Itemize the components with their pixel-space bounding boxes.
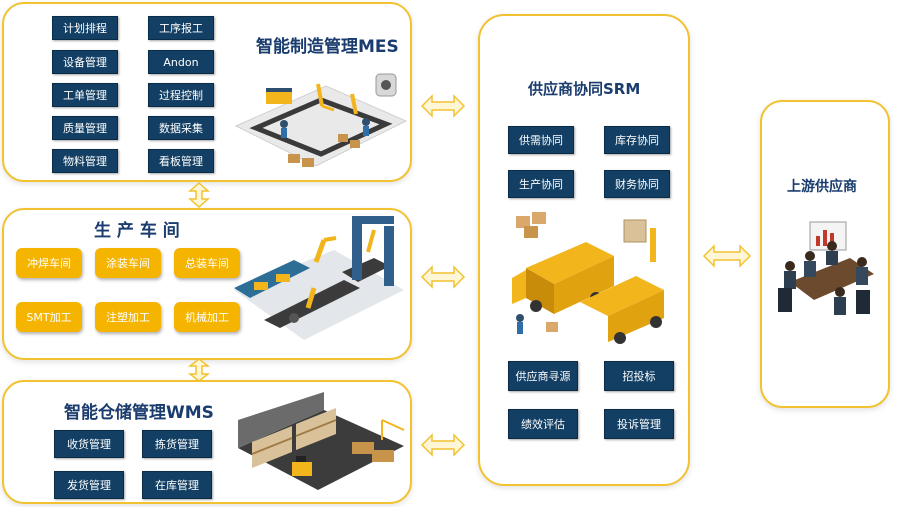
wms-button-shipping[interactable]: 发货管理 [54, 471, 124, 499]
srm-button-supply-demand[interactable]: 供需协同 [508, 126, 574, 154]
assembly-line-illustration [234, 73, 408, 167]
mes-workshop-arrow-icon [188, 182, 210, 208]
workshop-panel: 生 产 车 间 冲焊车间 涂装车间 总装车间 SMT加工 注塑加工 机械加工 [2, 208, 412, 360]
mes-button-equipment[interactable]: 设备管理 [52, 50, 118, 74]
mes-button-process-report[interactable]: 工序报工 [148, 16, 214, 40]
workshop-button-assembly[interactable]: 总装车间 [174, 248, 240, 278]
mes-title: 智能制造管理MES [256, 37, 399, 57]
upstream-supplier-panel: 上游供应商 [760, 100, 890, 408]
mes-button-work-order[interactable]: 工单管理 [52, 83, 118, 107]
mes-button-kanban[interactable]: 看板管理 [148, 149, 214, 173]
mes-button-material[interactable]: 物料管理 [52, 149, 118, 173]
robot-production-line-illustration [234, 216, 404, 340]
srm-button-complaint[interactable]: 投诉管理 [604, 409, 674, 439]
srm-button-performance[interactable]: 绩效评估 [508, 409, 578, 439]
upstream-supplier-title: 上游供应商 [787, 179, 857, 195]
srm-upstream-arrow-icon [702, 244, 752, 268]
wms-srm-arrow-icon [420, 433, 466, 457]
wms-button-picking[interactable]: 拣货管理 [142, 430, 212, 458]
mes-button-data-collection[interactable]: 数据采集 [148, 116, 214, 140]
mes-srm-arrow-icon [420, 94, 466, 118]
workshop-button-smt[interactable]: SMT加工 [16, 302, 82, 332]
mes-button-process-control[interactable]: 过程控制 [148, 83, 214, 107]
srm-button-inventory-collab[interactable]: 库存协同 [604, 126, 670, 154]
srm-button-supplier-sourcing[interactable]: 供应商寻源 [508, 361, 578, 391]
srm-button-bidding[interactable]: 招投标 [604, 361, 674, 391]
workshop-button-stamping-welding[interactable]: 冲焊车间 [16, 248, 82, 278]
mes-button-plan-scheduling[interactable]: 计划排程 [52, 16, 118, 40]
srm-button-finance-collab[interactable]: 财务协同 [604, 170, 670, 198]
wms-button-inventory[interactable]: 在库管理 [142, 471, 212, 499]
workshop-title: 生 产 车 间 [94, 221, 180, 241]
wms-panel: 智能仓储管理WMS 收货管理 拣货管理 发货管理 在库管理 [2, 380, 412, 504]
workshop-button-injection[interactable]: 注塑加工 [95, 302, 161, 332]
delivery-trucks-illustration [512, 212, 664, 344]
meeting-illustration [778, 221, 874, 315]
mes-button-andon[interactable]: Andon [148, 50, 214, 74]
wms-title: 智能仓储管理WMS [64, 403, 214, 423]
mes-panel: 智能制造管理MES 计划排程 工序报工 设备管理 Andon 工单管理 过程控制… [2, 2, 412, 182]
workshop-srm-arrow-icon [420, 265, 466, 289]
warehouse-illustration [238, 392, 405, 490]
workshop-button-painting[interactable]: 涂装车间 [95, 248, 161, 278]
wms-button-receiving[interactable]: 收货管理 [54, 430, 124, 458]
workshop-wms-arrow-icon [188, 358, 210, 382]
mes-button-quality[interactable]: 质量管理 [52, 116, 118, 140]
srm-panel: 供应商协同SRM 供需协同 库存协同 生产协同 财务协同 供应商寻源 招投标 绩… [478, 14, 690, 486]
srm-button-production-collab[interactable]: 生产协同 [508, 170, 574, 198]
srm-title: 供应商协同SRM [528, 80, 641, 98]
workshop-button-machining[interactable]: 机械加工 [174, 302, 240, 332]
